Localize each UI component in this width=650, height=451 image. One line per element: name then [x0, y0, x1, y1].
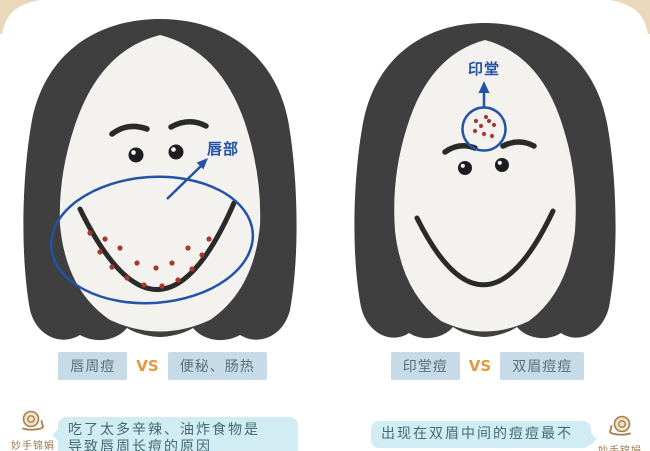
eye-highlight [497, 160, 502, 165]
corner-decoration-left [0, 0, 40, 34]
caption-acne-name: 唇周痘 [58, 352, 128, 380]
corner-shape [0, 0, 40, 34]
annotation-arrow [478, 81, 490, 108]
right-eyebrow [168, 119, 209, 130]
brand-name: 妙手锦娟 [11, 441, 55, 451]
vs-label: VS [136, 357, 159, 375]
right-eye [495, 158, 509, 172]
right-eyebrow [500, 139, 537, 149]
acne-dots [472, 114, 497, 139]
speech-bubble: 出现在双眉中间的痘痘最不 [371, 421, 597, 448]
right-eye [168, 144, 184, 160]
panel-lip-area-acne: 唇部 唇周痘 VS 便秘、肠热 妙手锦娟 吃了太多辛辣、油炸食物是 导致唇周长痘… [0, 19, 325, 451]
vs-label: VS [468, 357, 492, 375]
bubble-line: 导致唇周长痘的原因 [68, 439, 212, 451]
annotation-label-yintang: 印堂 [467, 60, 500, 78]
caption-row: 印堂痘 VS 双眉痘痘 [325, 352, 650, 380]
panel-yintang-acne: 印堂 印堂痘 VS 双眉痘痘 出现在双眉中间的痘痘最不 妙手锦娟 [325, 0, 650, 451]
eye-highlight [131, 150, 136, 155]
face-illustration-yintang [354, 23, 616, 339]
smile [77, 200, 237, 292]
brand-logo: 妙手锦娟 [592, 413, 648, 451]
annotation-label-lips: 唇部 [207, 140, 240, 158]
bubble-line: 出现在双眉中间的痘痘最不 [381, 426, 573, 442]
caption-cause: 双眉痘痘 [500, 352, 585, 380]
eye-highlight [171, 147, 176, 152]
annotation-ellipse [49, 175, 255, 305]
eye-highlight [460, 163, 465, 168]
brand-logo: 妙手锦娟 [5, 408, 61, 451]
annotation-arrow [166, 158, 208, 200]
caption-acne-name: 印堂痘 [390, 352, 460, 380]
bubble-line: 吃了太多辛辣、油炸食物是 [68, 422, 260, 438]
left-eye [458, 161, 472, 175]
brand-name: 妙手锦娟 [592, 442, 648, 451]
caption-cause: 便秘、肠热 [167, 352, 267, 380]
left-eye [128, 147, 144, 163]
face-illustration-lips [23, 19, 297, 341]
snail-icon [608, 415, 631, 436]
smile [414, 208, 556, 288]
corner-decoration-right [610, 0, 650, 34]
acne-dots [87, 230, 212, 289]
corner-shape [610, 0, 650, 34]
left-eyebrow [109, 123, 150, 137]
caption-row: 唇周痘 VS 便秘、肠热 [0, 352, 325, 380]
speech-bubble: 吃了太多辛辣、油炸食物是 导致唇周长痘的原因 [52, 417, 298, 451]
snail-icon [22, 410, 45, 431]
